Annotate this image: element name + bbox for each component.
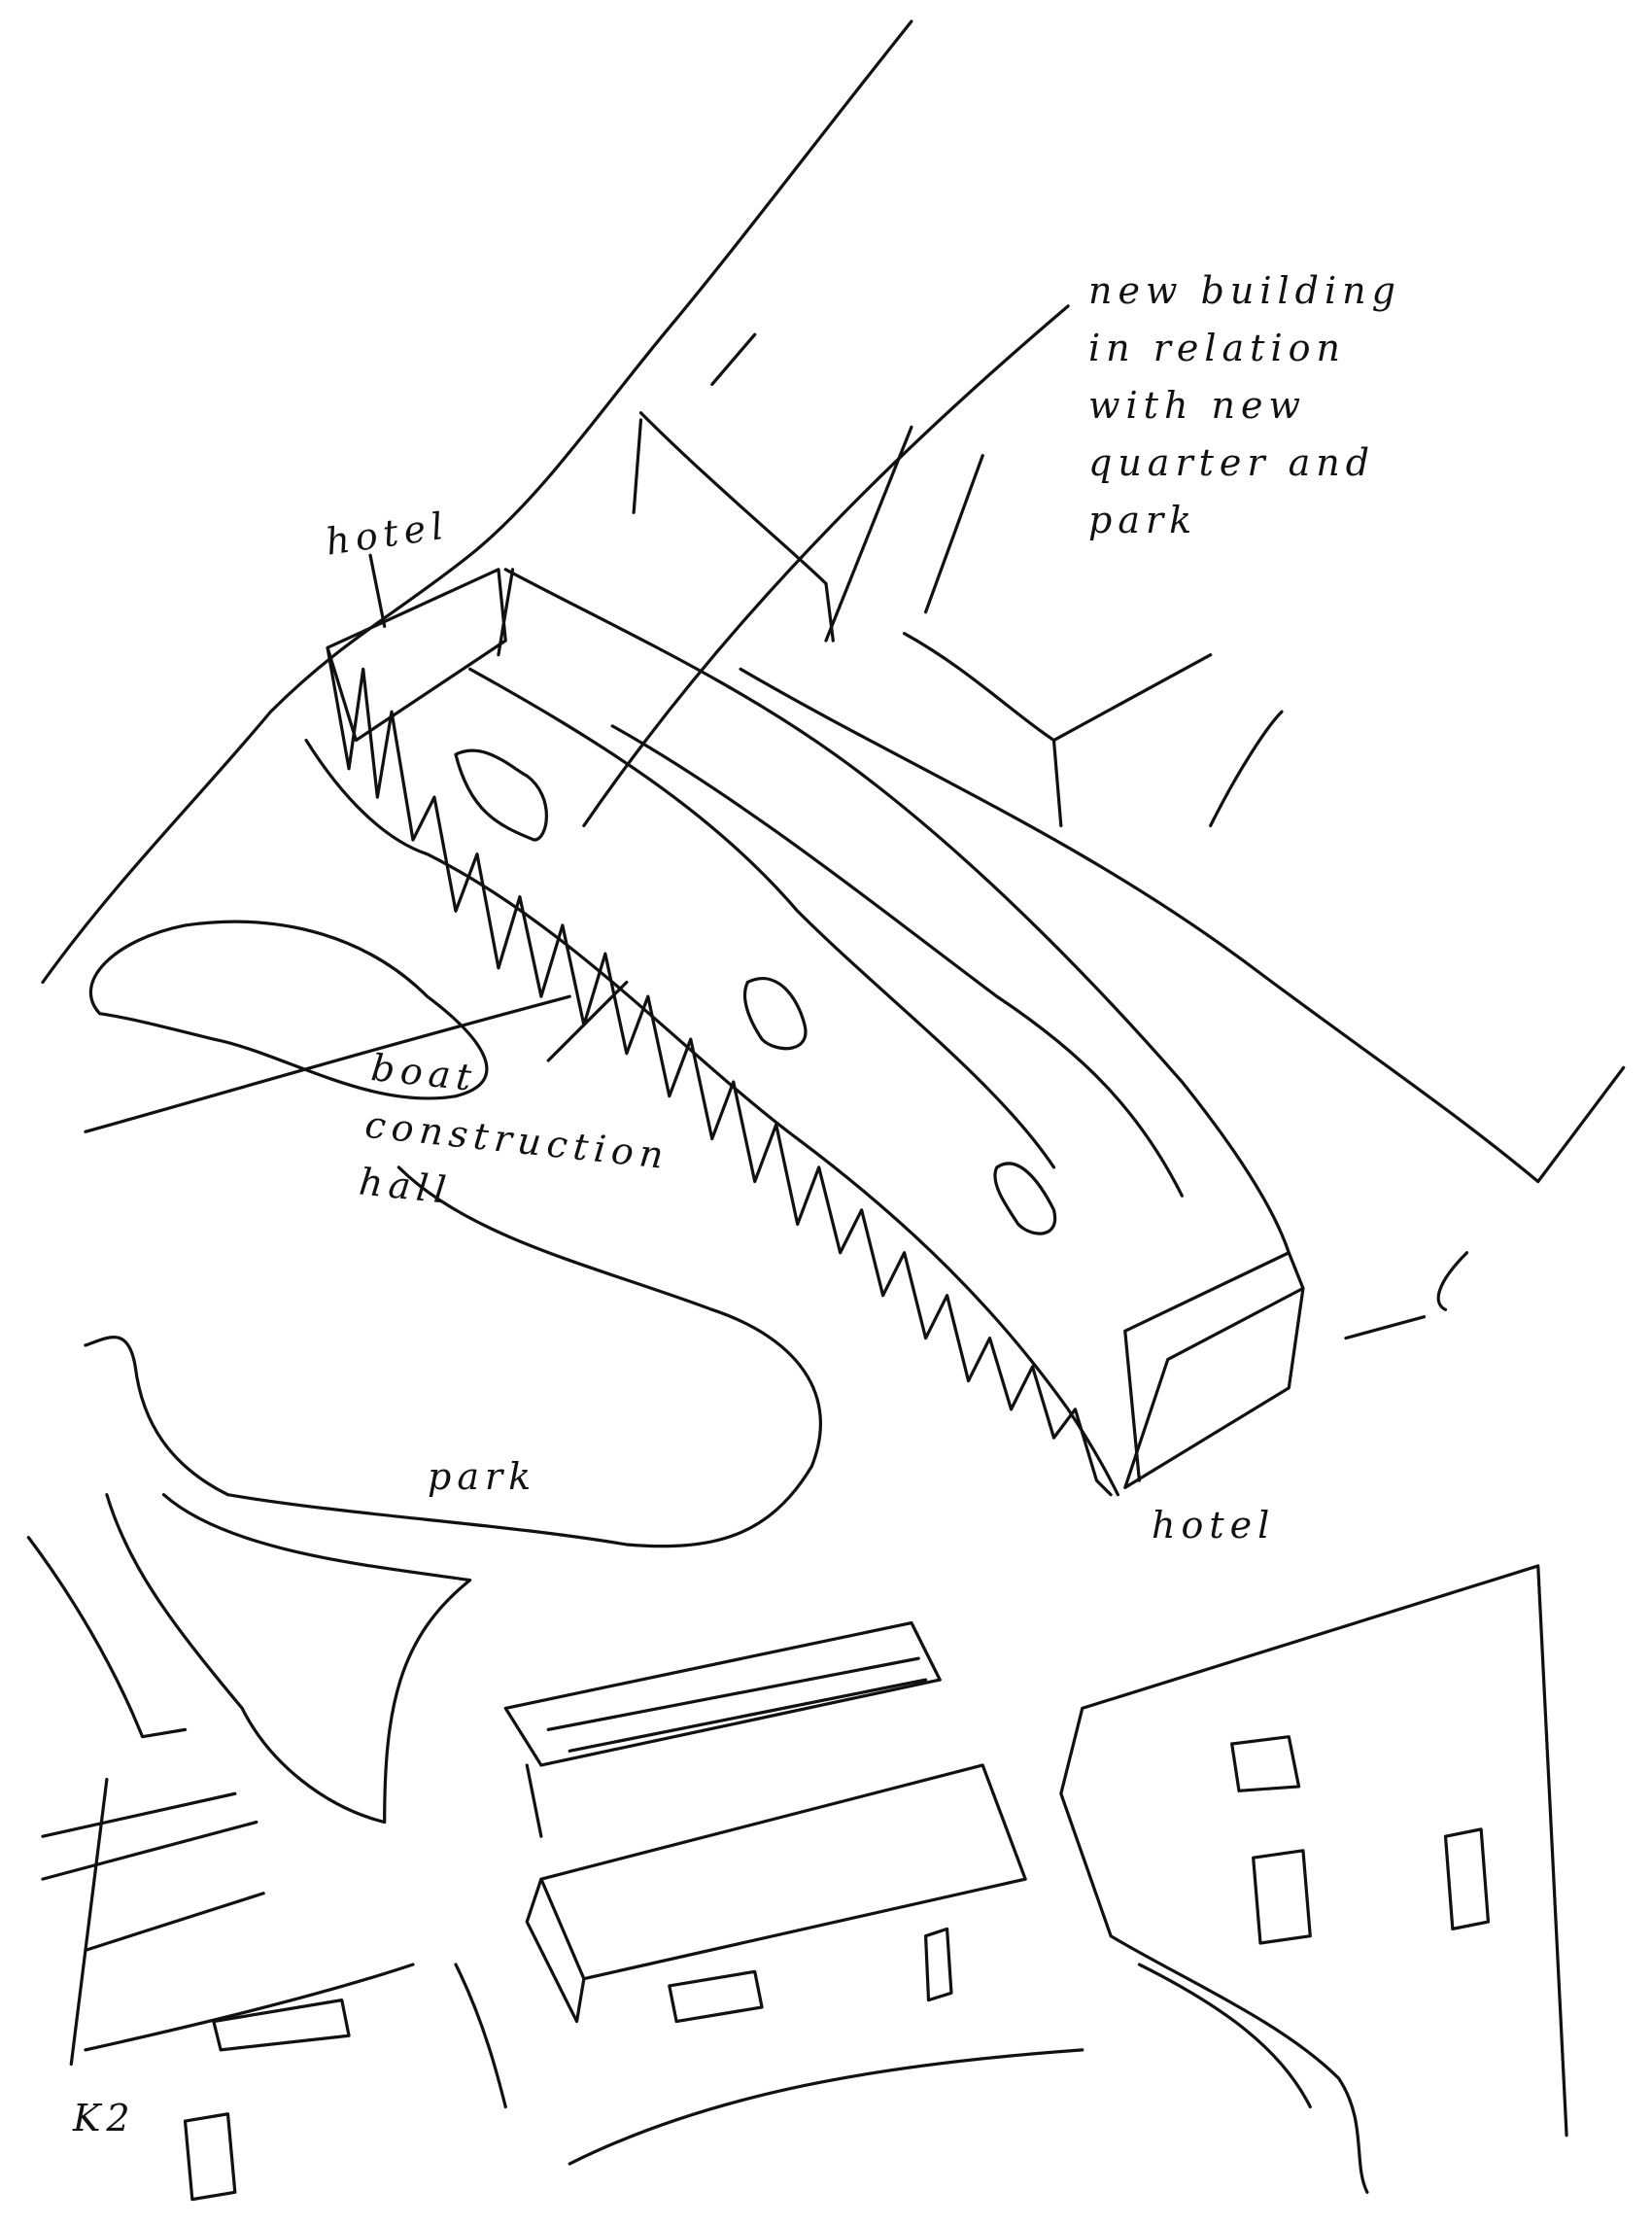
note-line: park (1088, 498, 1198, 541)
road-line (632, 418, 643, 514)
water-edge (88, 920, 489, 1100)
water-edge (105, 1493, 472, 1825)
water-edge (84, 994, 571, 1133)
water-edge (26, 1536, 188, 1739)
water-edge (84, 1165, 822, 1548)
note-line: in relation (1088, 326, 1346, 369)
main-building-inner-edge-2 (610, 724, 1184, 1198)
note-line: with new (1088, 383, 1306, 427)
main-building-hatched-edge (326, 645, 1113, 1497)
road-line (368, 332, 757, 628)
road-line (638, 411, 835, 643)
end-block (1123, 1251, 1305, 1490)
road-line (902, 632, 1213, 828)
road-line (923, 454, 984, 614)
main-building-outer-edge (304, 738, 1120, 1497)
road-line (1344, 1251, 1469, 1340)
lower-road (41, 1778, 415, 2067)
main-building-inner-edge (468, 667, 1056, 1169)
lower-building (525, 1763, 1027, 2024)
window (668, 1927, 953, 2024)
lower-building (1059, 1564, 1568, 2194)
k2-label: K2 (73, 2097, 136, 2139)
note-line: new building (1088, 269, 1401, 312)
leader-line-note (582, 304, 1070, 828)
road-line (739, 667, 1540, 1184)
pond (742, 977, 808, 1051)
boat-hall-label: boat construction hall (357, 1039, 678, 1242)
road-line (1536, 1065, 1626, 1184)
window (1230, 1735, 1491, 1945)
park-label: park (428, 1455, 537, 1498)
pond (993, 1162, 1057, 1235)
road-line (824, 425, 913, 643)
hotel-label-bottom: hotel (1152, 1504, 1276, 1547)
lower-road (454, 1963, 1084, 2166)
road-line (1209, 710, 1284, 828)
main-building-top-edge (503, 568, 1291, 1255)
window (183, 1998, 351, 2202)
main-note: new building in relation with new quarte… (1088, 262, 1401, 548)
shoreline (41, 19, 913, 985)
head-block (326, 568, 515, 743)
pond (454, 748, 548, 842)
note-line: quarter and (1088, 440, 1376, 484)
lower-building (503, 1620, 942, 1838)
